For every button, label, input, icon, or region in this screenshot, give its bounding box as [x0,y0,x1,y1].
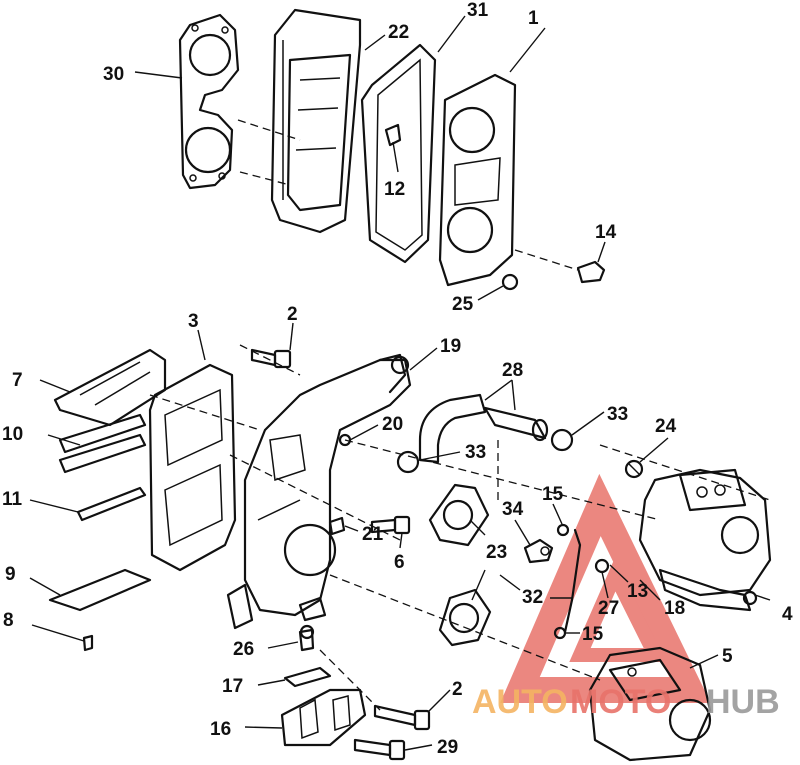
bolt-29 [353,738,406,761]
callout-32: 32 [522,587,543,608]
callout-2-upper: 2 [287,304,298,325]
alignment-line-mid-1 [239,344,301,376]
plate-9 [48,568,152,612]
alignment-line-mid-8 [599,444,771,501]
callout-22: 22 [388,22,409,43]
callout-33-lower: 33 [465,442,486,463]
callout-33-upper: 33 [607,404,628,425]
callout-27: 27 [598,598,619,619]
nut-25 [501,273,519,291]
callout-15-upper: 15 [542,484,564,505]
clip-15a [556,523,570,537]
callout-34: 34 [502,499,524,520]
gasket-30 [178,13,240,190]
callout-13: 13 [627,581,648,602]
callout-1: 1 [528,8,539,29]
intake-manifold-19 [226,353,412,630]
gasket-3 [148,363,237,572]
watermark-text-middle: MOTO [570,683,671,721]
alignment-line-top-2 [239,171,291,186]
callout-12: 12 [384,179,405,200]
linkage-34 [523,538,554,564]
flange-gasket-23a [428,483,490,547]
clamp-33a [550,428,574,452]
callout-10: 10 [2,424,23,445]
callout-15-lower: 15 [582,624,604,645]
callout-29: 29 [437,737,458,758]
watermark-text: AUTO MOTO HUB [472,683,780,721]
callout-9: 9 [5,564,16,585]
plug-24 [624,459,644,479]
callout-26: 26 [233,639,254,660]
screw-27 [594,558,610,574]
alignment-line-mid-7 [319,649,381,711]
alignment-line-mid-5 [329,574,601,681]
plate-1 [438,73,517,287]
gasket-31 [360,43,437,264]
bolt-2-upper [250,348,292,369]
callout-30: 30 [103,64,124,85]
bracket-16 [280,688,367,747]
bolt-2-lower [373,704,431,731]
callout-8: 8 [3,610,14,631]
reed-block-7 [53,348,167,427]
callout-16: 16 [210,719,231,740]
callout-31: 31 [467,0,489,21]
callout-7: 7 [12,370,23,391]
alignment-line-mid-3 [229,454,401,541]
reeds-10 [58,413,147,474]
stop-11 [76,486,147,522]
callout-17: 17 [222,676,243,697]
alignment-line-mid-4 [344,439,661,521]
screw-26 [298,624,315,652]
callout-25: 25 [452,294,474,315]
clip-14 [576,260,606,284]
alignment-line-top-1 [237,119,301,141]
flange-gasket-23b [438,588,492,647]
callout-23: 23 [486,542,507,563]
watermark-text-left: AUTO [472,683,568,721]
callout-2-lower: 2 [452,679,463,700]
alignment-line-mid-2 [149,394,261,431]
carburetor-5 [588,646,712,762]
callout-3: 3 [188,311,199,332]
callout-19: 19 [440,336,461,357]
clamp-33b [396,450,420,474]
callout-21: 21 [362,524,384,545]
callout-18: 18 [664,598,685,619]
screw-8 [82,634,94,652]
alignment-line-top-3 [514,249,579,271]
callout-5: 5 [722,646,733,667]
link-rod-32 [563,528,582,634]
callout-20: 20 [382,414,403,435]
callout-14: 14 [595,222,617,243]
callout-11: 11 [2,489,23,510]
plate-17 [283,666,332,688]
cover-22 [270,8,362,234]
leader-lines [29,15,771,751]
watermark-text-right: HUB [706,683,780,721]
callout-24: 24 [655,416,677,437]
hose-28 [418,393,549,464]
carburetor-4 [638,468,772,612]
callout-28: 28 [502,360,523,381]
screw-12 [384,123,402,173]
callout-4: 4 [782,604,793,625]
callout-6: 6 [394,552,405,573]
screw-21 [328,516,346,536]
